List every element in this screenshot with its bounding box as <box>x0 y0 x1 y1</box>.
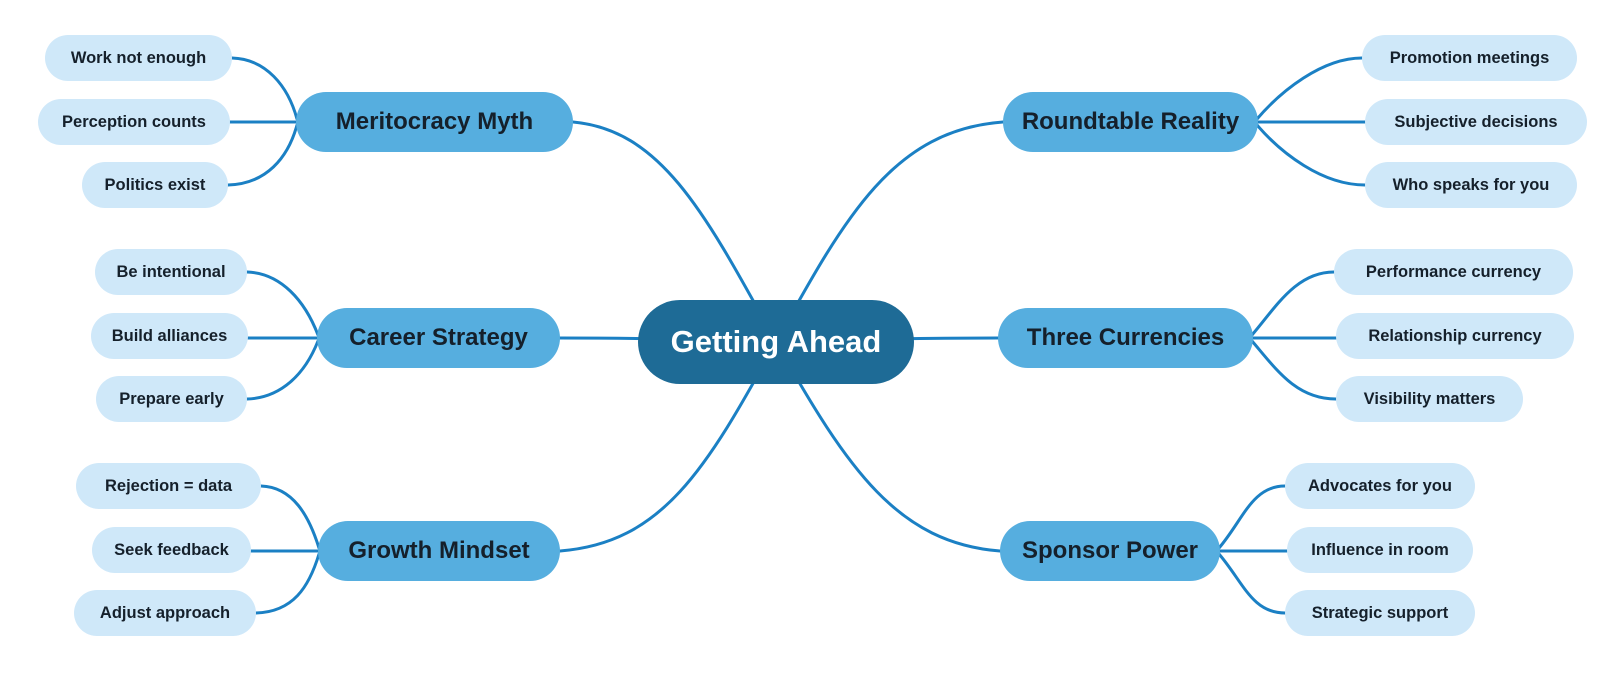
leaf-node-rejection-data: Rejection = data <box>76 463 261 509</box>
branch-node-sponsor-power: Sponsor Power <box>1000 521 1220 581</box>
leaf-node-relationship-currency: Relationship currency <box>1336 313 1574 359</box>
leaf-node-promotion-meetings: Promotion meetings <box>1362 35 1577 81</box>
connector-be-intentional <box>245 270 320 337</box>
branch-node-growth-mindset: Growth Mindset <box>318 521 560 581</box>
leaf-node-work-not-enough: Work not enough <box>45 35 232 81</box>
connector-promotion-meetings <box>1255 56 1364 121</box>
connector-root-to-growth-mindset <box>558 340 778 553</box>
leaf-node-adjust-approach: Adjust approach <box>74 590 256 636</box>
branch-node-meritocracy-myth: Meritocracy Myth <box>296 92 573 152</box>
root-node-getting-ahead: Getting Ahead <box>638 300 914 384</box>
leaf-node-prepare-early: Prepare early <box>96 376 247 422</box>
connector-prepare-early <box>245 339 320 401</box>
connector-visibility-matters <box>1250 339 1338 401</box>
leaf-node-performance-currency: Performance currency <box>1334 249 1573 295</box>
connector-politics-exist <box>226 123 299 187</box>
connector-root-to-meritocracy-myth <box>571 120 778 344</box>
connector-root-to-roundtable-reality <box>774 120 1005 344</box>
leaf-node-perception-counts: Perception counts <box>38 99 230 145</box>
branch-node-three-currencies: Three Currencies <box>998 308 1253 368</box>
leaf-node-subjective-decisions: Subjective decisions <box>1365 99 1587 145</box>
connector-performance-currency <box>1250 270 1336 337</box>
branch-node-roundtable-reality: Roundtable Reality <box>1003 92 1258 152</box>
connector-adjust-approach <box>254 552 321 615</box>
leaf-node-strategic-support: Strategic support <box>1285 590 1475 636</box>
connector-work-not-enough <box>230 56 299 121</box>
connector-advocates-for-you <box>1217 484 1287 550</box>
connector-strategic-support <box>1217 552 1287 615</box>
leaf-node-who-speaks-for-you: Who speaks for you <box>1365 162 1577 208</box>
leaf-node-advocates-for-you: Advocates for you <box>1285 463 1475 509</box>
leaf-node-seek-feedback: Seek feedback <box>92 527 251 573</box>
leaf-node-build-alliances: Build alliances <box>91 313 248 359</box>
leaf-node-politics-exist: Politics exist <box>82 162 228 208</box>
connector-who-speaks-for-you <box>1255 123 1367 187</box>
branch-node-career-strategy: Career Strategy <box>317 308 560 368</box>
leaf-node-visibility-matters: Visibility matters <box>1336 376 1523 422</box>
connector-root-to-sponsor-power <box>774 340 1002 553</box>
leaf-node-influence-in-room: Influence in room <box>1287 527 1473 573</box>
connector-rejection-data <box>259 484 321 550</box>
leaf-node-be-intentional: Be intentional <box>95 249 247 295</box>
